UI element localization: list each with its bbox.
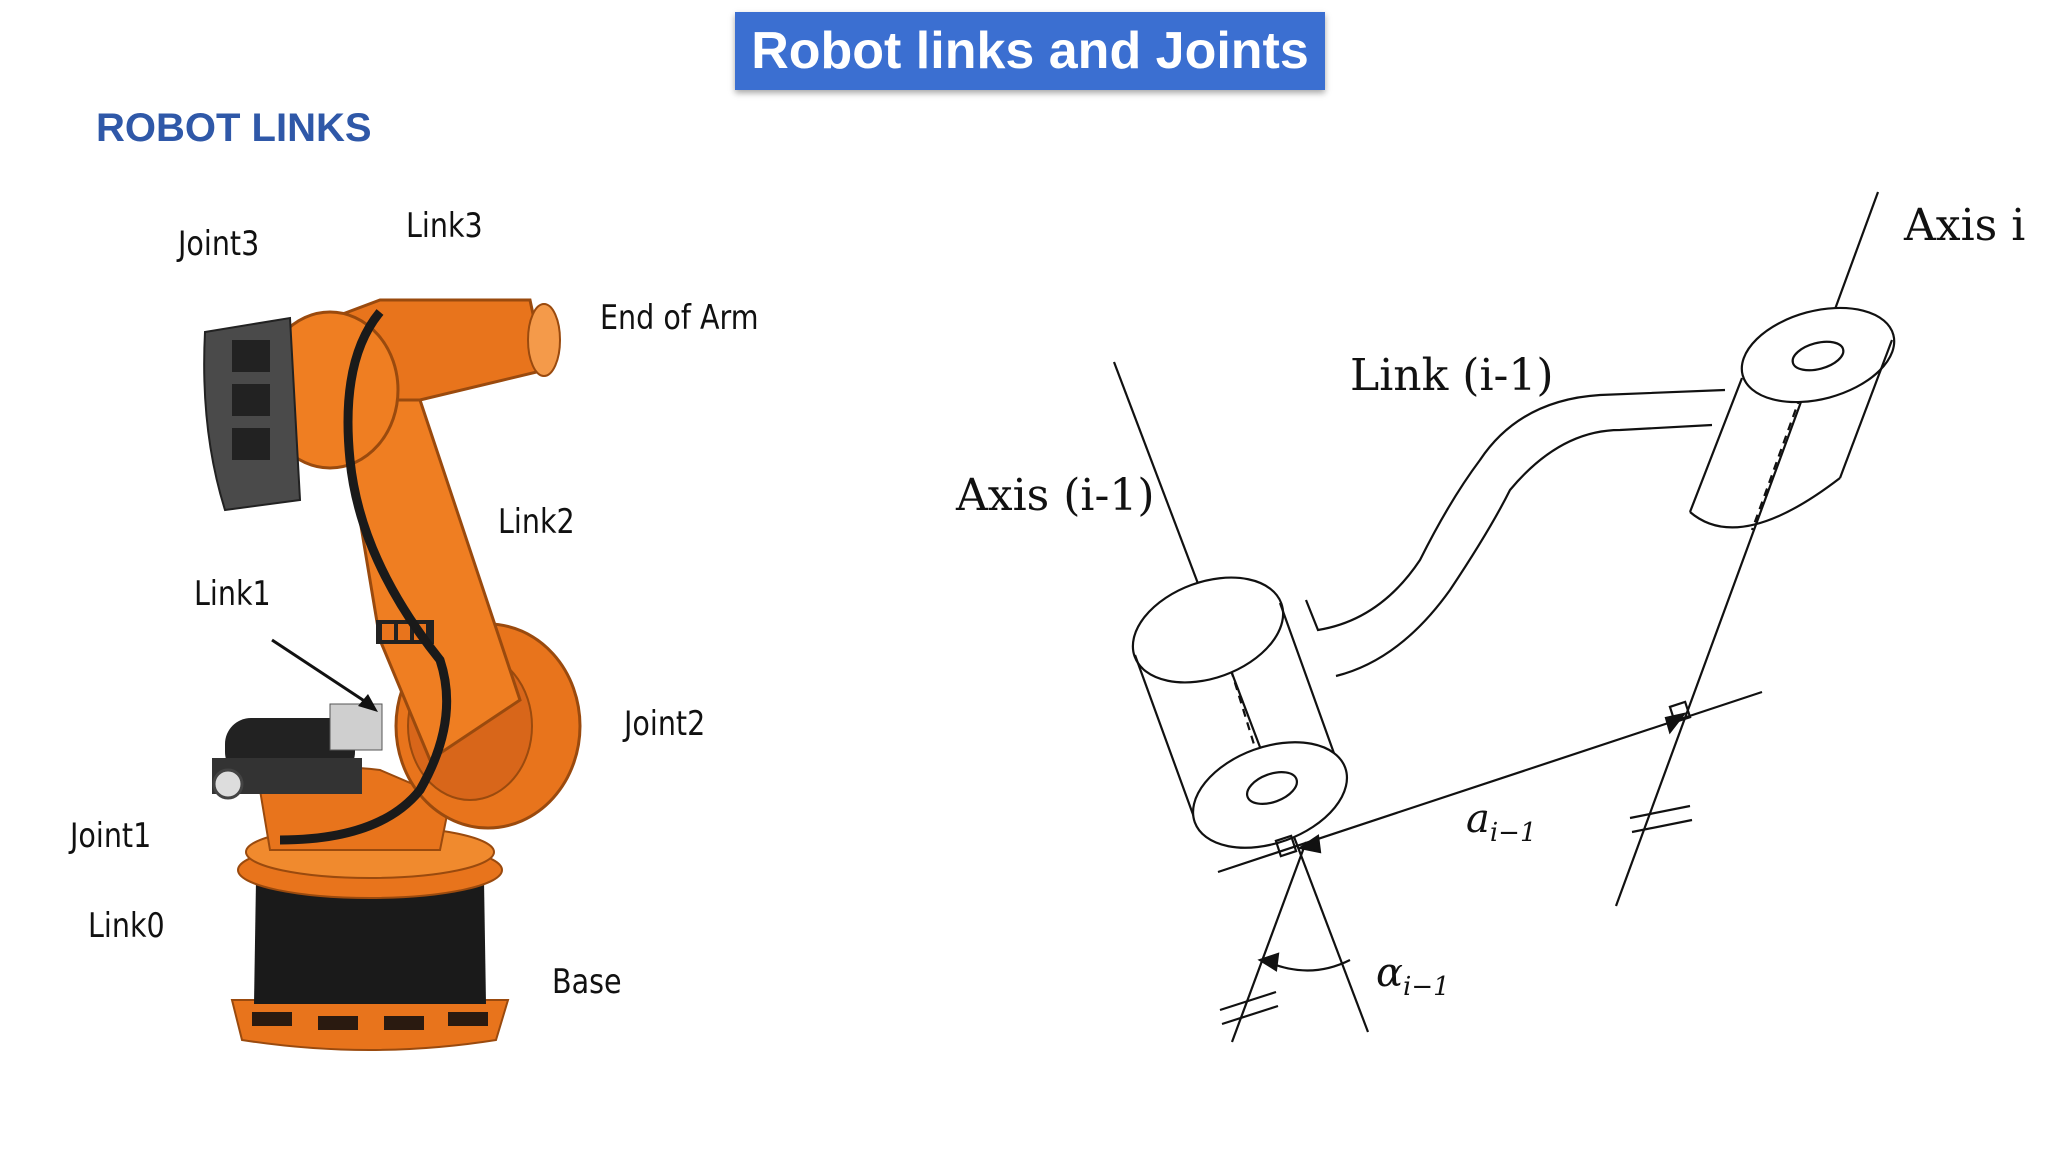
- link-body: [1304, 388, 1726, 632]
- label-link0: Link0: [88, 906, 165, 946]
- label-twist-alpha: αi−1: [1376, 950, 1450, 1002]
- projected-axis-line: [1230, 841, 1308, 1043]
- label-joint2: Joint2: [624, 704, 706, 744]
- page-title: Robot links and Joints: [751, 22, 1309, 80]
- link1-pointer-arrow: [271, 638, 378, 712]
- section-heading: ROBOT LINKS: [96, 106, 372, 150]
- cylinder-joint-i: [1688, 306, 1896, 529]
- cylinder-joint-i-minus-1: [1131, 576, 1349, 849]
- title-banner: Robot links and Joints: [735, 12, 1325, 90]
- label-link-i-minus-1: Link (i-1): [1350, 350, 1554, 401]
- label-axis-i-minus-1: Axis (i-1): [956, 470, 1155, 521]
- label-link3: Link3: [406, 206, 483, 246]
- label-link-length-a: ai−1: [1466, 796, 1537, 848]
- axis-i-minus-1-line: [1112, 361, 1370, 1033]
- label-joint1: Joint1: [70, 816, 152, 856]
- axis-i-line: [1614, 191, 1880, 907]
- label-joint3: Joint3: [178, 224, 260, 264]
- label-link2: Link2: [498, 502, 575, 542]
- robot-cable: [279, 309, 452, 845]
- robot-link3: [203, 298, 561, 512]
- robot-joint1: [212, 703, 452, 851]
- alpha-arc: [1267, 959, 1351, 972]
- label-end-of-arm: End of Arm: [600, 298, 759, 338]
- label-axis-i: Axis i: [1904, 200, 2026, 251]
- label-link1: Link1: [194, 574, 271, 614]
- label-base: Base: [552, 962, 622, 1002]
- robot-base: [230, 825, 510, 1051]
